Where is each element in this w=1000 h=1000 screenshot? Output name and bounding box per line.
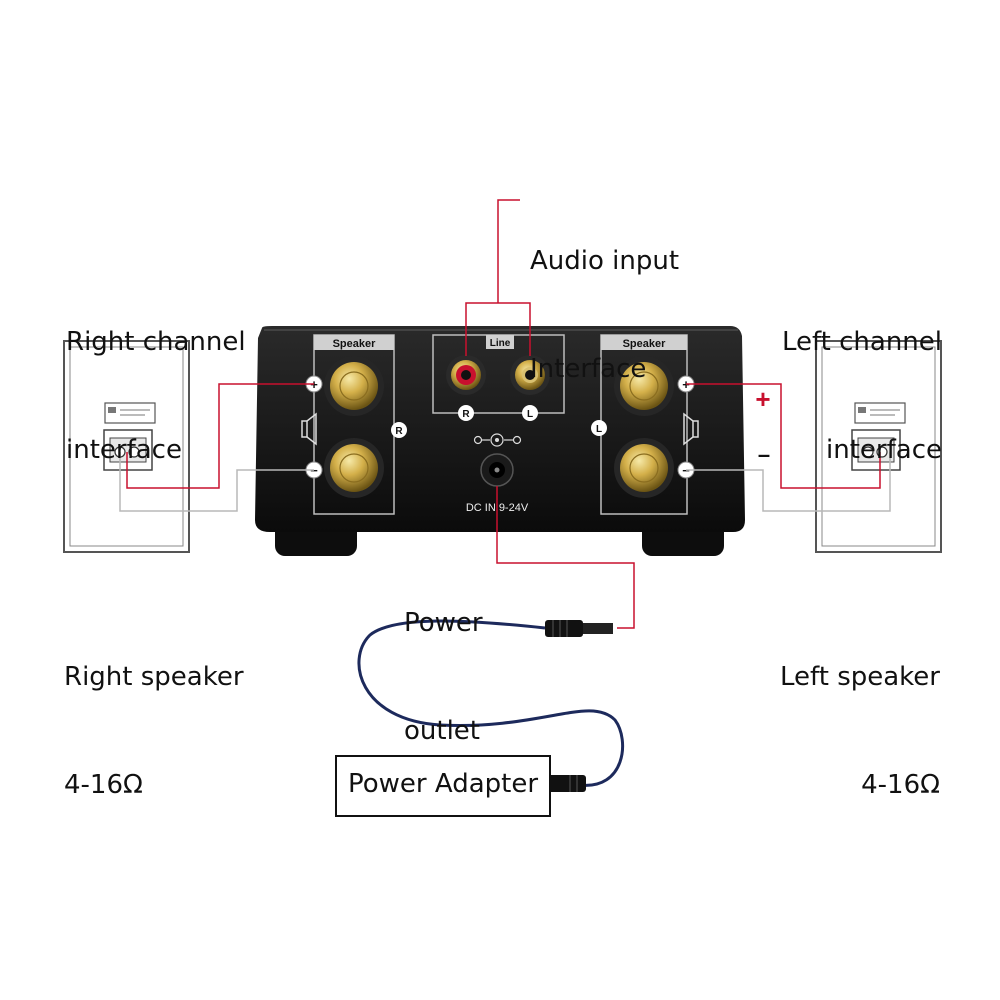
right-speaker-cabinet <box>63 340 190 553</box>
speaker-terminal-block <box>103 429 153 471</box>
audio-input-label-line2: Interface <box>530 354 647 384</box>
left-speaker-label-line1: Left speaker <box>780 662 940 692</box>
right-channel-label-line2: interface <box>66 435 182 465</box>
dc-plug-icon <box>545 620 613 637</box>
power-outlet-label-line1: Power <box>404 608 483 638</box>
right-negative-wire <box>119 452 314 512</box>
power-outlet-label: Power outlet <box>404 533 483 785</box>
left-speaker-cabinet <box>815 340 942 553</box>
speaker-terminal-block <box>851 429 901 471</box>
speaker-spec-plate <box>854 402 906 424</box>
left-channel-terminals <box>591 334 699 515</box>
left-negative-wire <box>686 452 891 512</box>
dc-input-jack <box>473 433 522 487</box>
channel-badge-l: L <box>596 424 602 435</box>
speaker-symbol-icon <box>683 412 699 446</box>
power-outlet-label-line2: outlet <box>404 716 480 746</box>
left-channel-label-line1: Left channel <box>781 327 942 357</box>
audio-input-label: Audio input Interface <box>530 171 679 423</box>
right-positive-wire <box>126 383 314 489</box>
power-adapter-label: Power Adapter <box>348 769 539 799</box>
left-channel-label: Left channel interface <box>782 252 942 504</box>
speaker-symbol-icon <box>301 412 317 446</box>
speaker-spec-plate <box>104 402 156 424</box>
power-adapter-box <box>335 755 551 817</box>
right-speaker-label: Right speaker 4-16Ω <box>64 587 244 839</box>
right-speaker-label-line2: 4-16Ω <box>64 770 143 800</box>
left-speaker-label-line2: 4-16Ω <box>861 770 940 800</box>
polarity-plus: + <box>755 384 770 414</box>
polarity-minus: – <box>758 442 770 467</box>
speaker-tab-label: Speaker <box>333 338 377 350</box>
adapter-plug-icon <box>548 775 586 792</box>
amplifier-rear-panel: Speaker Speaker Line R L R L + − + − DC … <box>255 326 745 532</box>
line-badge-r: R <box>462 409 470 420</box>
right-channel-label-line1: Right channel <box>66 327 246 357</box>
left-speaker-label: Left speaker 4-16Ω <box>780 587 940 839</box>
audio-input-label-line1: Audio input <box>530 246 680 276</box>
channel-badge-r: R <box>395 426 403 437</box>
speaker-tab-label: Speaker <box>623 338 667 350</box>
right-channel-terminals <box>301 334 407 515</box>
right-channel-label: Right channel interface <box>66 252 246 504</box>
dc-polarity-icon <box>473 433 522 447</box>
line-input-section <box>432 334 565 421</box>
power-cable <box>357 486 635 792</box>
left-positive-wire <box>686 383 881 489</box>
line-badge-l: L <box>527 409 533 420</box>
plus-marker: + <box>310 377 318 392</box>
line-tab-label: Line <box>490 338 511 349</box>
left-channel-label-line2: interface <box>826 435 942 465</box>
minus-marker: − <box>310 463 318 478</box>
speaker-wires <box>119 383 891 512</box>
right-speaker-label-line1: Right speaker <box>64 662 244 692</box>
audio-input-callout <box>465 199 531 356</box>
